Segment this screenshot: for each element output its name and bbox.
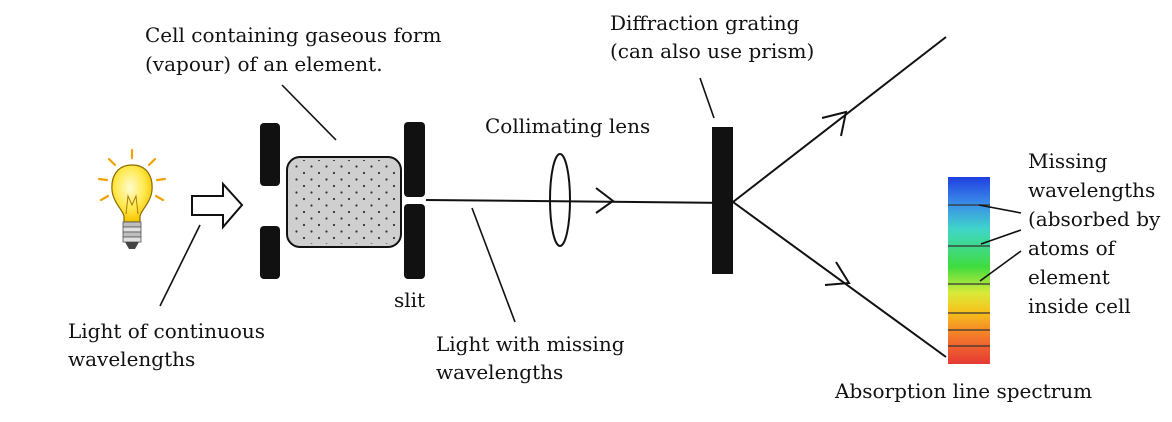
upper-ray-arrowhead (821, 110, 848, 137)
absorbed-label-line2: wavelengths (1028, 178, 1155, 202)
cell-label-line1: Cell containing gaseous form (145, 23, 441, 47)
grating-leader-line (699, 77, 715, 119)
grating-label-line2: (can also use prism) (610, 39, 814, 63)
diffraction-grating (712, 127, 733, 274)
missing-light-label-line2: wavelengths (436, 360, 563, 384)
cell-wall-upper (260, 123, 280, 186)
lower-ray-arrowhead (824, 261, 851, 286)
absorbed-leader-line (978, 204, 1022, 214)
slit-label: slit (394, 288, 425, 312)
absorbed-label-line4: atoms of (1028, 236, 1117, 260)
gas-particles (290, 160, 398, 244)
slit-lower (404, 204, 425, 279)
slit-upper (404, 122, 425, 197)
cell-leader-line (281, 84, 337, 141)
light-beam (425, 199, 734, 204)
lens-label: Collimating lens (485, 114, 650, 138)
absorbed-label-line6: inside cell (1028, 294, 1131, 318)
absorbed-label-line1: Missing (1028, 149, 1108, 173)
absorbed-leader-line (980, 229, 1022, 245)
beam-arrowhead (595, 187, 615, 214)
diffracted-ray-lower (732, 201, 947, 358)
source-leader-line (159, 224, 201, 307)
light-bulb-icon (97, 148, 167, 249)
source-label-line1: Light of continuous (68, 319, 265, 343)
hollow-arrow-icon (191, 181, 244, 230)
missing-light-leader-line (471, 207, 516, 323)
cell-label-line2: (vapour) of an element. (145, 52, 383, 76)
absorbed-leader-line (979, 250, 1022, 282)
source-label-line2: wavelengths (68, 347, 195, 371)
absorption-spectrum (948, 177, 990, 364)
missing-light-label-line1: Light with missing (436, 332, 625, 356)
cell-wall-lower (260, 226, 280, 279)
diffracted-ray-upper (732, 36, 947, 203)
absorbed-label-line5: element (1028, 265, 1110, 289)
absorbed-label-line3: (absorbed by (1028, 207, 1161, 231)
grating-label-line1: Diffraction grating (610, 11, 800, 35)
spectrum-label: Absorption line spectrum (834, 379, 1092, 403)
collimating-lens (549, 153, 571, 247)
